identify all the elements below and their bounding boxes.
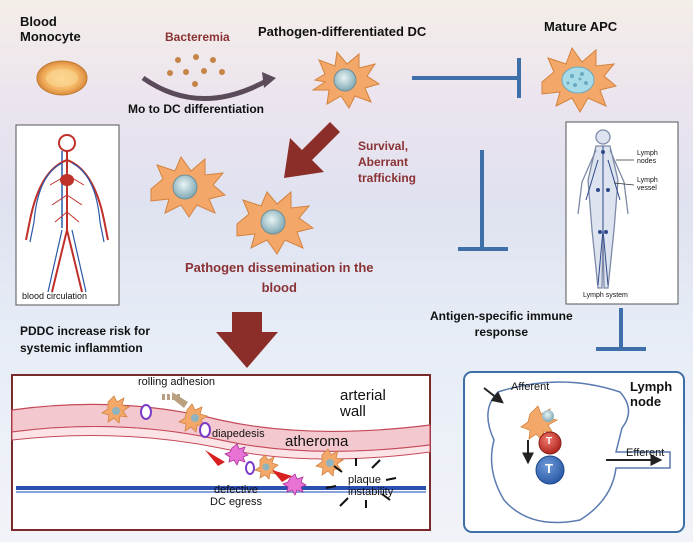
efferent-label: Efferent: [626, 447, 665, 459]
mature-apc-cell: [541, 46, 618, 114]
rolling-adhesion-label: rolling adhesion: [138, 376, 216, 388]
arterial-wall-label: arterial wall: [340, 387, 386, 420]
mo-to-dc-label: Mo to DC differentiation: [128, 102, 264, 116]
inhibit-right: [596, 308, 646, 351]
disseminated-dc-1: [150, 155, 227, 218]
blood-monocyte-label: Blood Monocyte: [20, 14, 81, 44]
lymph-panel: [565, 121, 679, 305]
artery-panel: [11, 374, 431, 531]
differentiation-arrow: [141, 72, 276, 101]
atheroma-label: atheroma: [285, 433, 349, 450]
monocyte-cell: [36, 60, 88, 96]
mature-apc-label: Mature APC: [544, 19, 618, 34]
circulation-caption: blood circulation: [22, 291, 88, 301]
inhibit-dc-to-apc: [412, 58, 521, 98]
inhibit-center: [458, 150, 508, 251]
circulation-panel: [15, 124, 120, 306]
lymph-node-title: Lymph node: [630, 379, 673, 409]
pddc-risk-label: PDDC increase risk for systemic inflammt…: [20, 324, 151, 355]
pathogen-dc-cell: [311, 50, 381, 109]
bacteremia-label: Bacteremia: [165, 30, 230, 44]
lymph-vessel-label: Lymph vessel: [637, 177, 658, 193]
plaque-instability-label: plaque instability: [348, 474, 394, 499]
survival-label: Survival, Aberrant trafficking: [358, 139, 417, 186]
dissemination-label: Pathogen dissemination in the blood: [185, 260, 374, 295]
pathogen-dc-label: Pathogen-differentiated DC: [258, 24, 427, 39]
lymph-system-caption: Lymph system: [583, 292, 628, 299]
lymph-nodes-label: Lymph nodes: [637, 150, 658, 166]
t-cell-blue-label: T: [545, 461, 553, 476]
antigen-specific-label: Antigen-specific immune response: [430, 309, 573, 340]
t-cell-red-label: T: [546, 436, 553, 447]
bacteria-dots: [167, 54, 225, 87]
defective-egress-label: defective DC egress: [210, 484, 262, 509]
disseminated-dc-2: [236, 190, 315, 255]
diapedesis-label: diapedesis: [212, 428, 265, 440]
lymph-node-panel: [463, 371, 685, 533]
afferent-label: Afferent: [511, 381, 550, 393]
dissemination-arrow: [284, 122, 340, 178]
risk-down-arrow: [216, 312, 278, 368]
